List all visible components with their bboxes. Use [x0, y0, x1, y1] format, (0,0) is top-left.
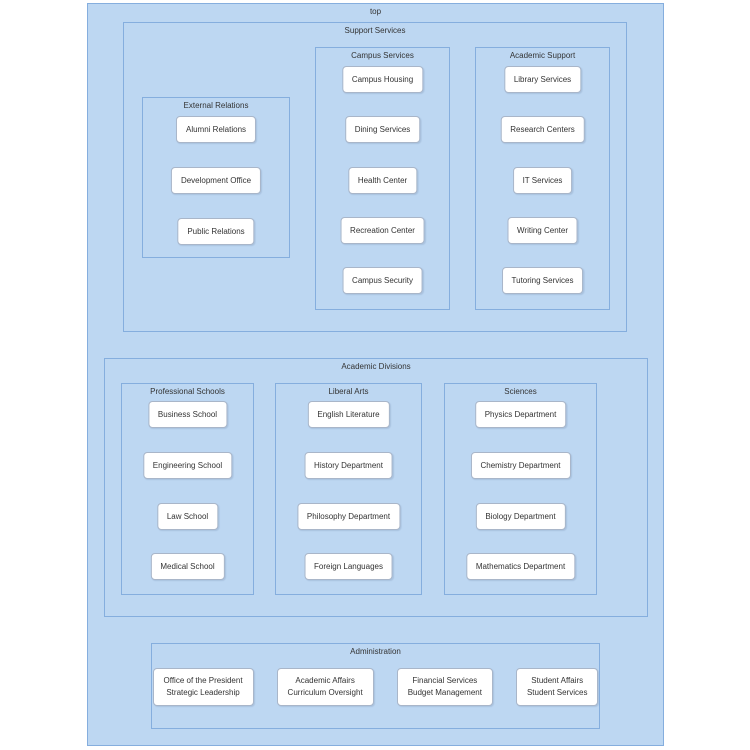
- group-academic-divisions-label: Academic Divisions: [341, 362, 411, 371]
- administration-row: Office of the President Strategic Leader…: [152, 668, 599, 706]
- node-medical-school: Medical School: [150, 553, 225, 580]
- group-academic-divisions: Academic Divisions Professional Schools …: [104, 358, 648, 617]
- node-dining-services: Dining Services: [344, 116, 421, 143]
- group-sciences-label: Sciences: [504, 387, 537, 396]
- group-top: top Support Services External Relations …: [87, 3, 664, 746]
- node-line1: Office of the President: [163, 676, 243, 685]
- node-biology-department: Biology Department: [475, 503, 566, 530]
- group-external-relations-label: External Relations: [183, 101, 249, 110]
- group-support-services: Support Services External Relations Alum…: [123, 22, 627, 332]
- group-professional-schools-label: Professional Schools: [150, 387, 225, 396]
- node-english-literature: English Literature: [307, 401, 390, 428]
- group-sciences: Sciences Physics Department Chemistry De…: [444, 383, 597, 595]
- node-financial-services: Financial Services Budget Management: [396, 668, 493, 706]
- node-business-school: Business School: [147, 401, 228, 428]
- node-health-center: Health Center: [347, 167, 418, 194]
- node-mathematics-department: Mathematics Department: [465, 553, 576, 580]
- group-liberal-arts: Liberal Arts English Literature History …: [275, 383, 422, 595]
- node-library-services: Library Services: [503, 66, 582, 93]
- group-professional-schools: Professional Schools Business School Eng…: [121, 383, 254, 595]
- group-support-services-label: Support Services: [344, 26, 406, 35]
- node-campus-housing: Campus Housing: [341, 66, 424, 93]
- node-chemistry-department: Chemistry Department: [470, 452, 571, 479]
- node-office-of-the-president: Office of the President Strategic Leader…: [152, 668, 254, 706]
- group-campus-services: Campus Services Campus Housing Dining Se…: [315, 47, 450, 310]
- node-writing-center: Writing Center: [507, 217, 578, 244]
- node-tutoring-services: Tutoring Services: [501, 267, 584, 294]
- node-line1: Financial Services: [412, 676, 478, 685]
- node-law-school: Law School: [156, 503, 219, 530]
- node-history-department: History Department: [304, 452, 393, 479]
- node-line2: Student Services: [526, 688, 588, 697]
- group-academic-support: Academic Support Library Services Resear…: [475, 47, 610, 310]
- node-line2: Curriculum Oversight: [287, 688, 363, 697]
- node-physics-department: Physics Department: [474, 401, 567, 428]
- node-it-services: IT Services: [512, 167, 573, 194]
- node-line2: Strategic Leadership: [166, 688, 240, 697]
- node-academic-affairs: Academic Affairs Curriculum Oversight: [276, 668, 374, 706]
- node-recreation-center: Recreation Center: [340, 217, 425, 244]
- node-line1: Student Affairs: [531, 676, 584, 685]
- node-foreign-languages: Foreign Languages: [304, 553, 393, 580]
- group-academic-support-label: Academic Support: [509, 51, 576, 60]
- node-development-office: Development Office: [170, 167, 262, 194]
- group-administration-label: Administration: [350, 647, 401, 656]
- node-research-centers: Research Centers: [500, 116, 585, 143]
- node-line2: Budget Management: [407, 688, 482, 697]
- node-line1: Academic Affairs: [295, 676, 355, 685]
- node-philosophy-department: Philosophy Department: [296, 503, 401, 530]
- node-public-relations: Public Relations: [177, 218, 255, 245]
- node-student-affairs: Student Affairs Student Services: [515, 668, 599, 706]
- node-engineering-school: Engineering School: [142, 452, 233, 479]
- node-campus-security: Campus Security: [342, 267, 423, 294]
- group-external-relations: External Relations Alumni Relations Deve…: [142, 97, 290, 258]
- group-administration: Administration Office of the President S…: [151, 643, 600, 729]
- node-alumni-relations: Alumni Relations: [175, 116, 257, 143]
- group-campus-services-label: Campus Services: [351, 51, 414, 60]
- group-top-label: top: [369, 7, 382, 16]
- group-liberal-arts-label: Liberal Arts: [328, 387, 369, 396]
